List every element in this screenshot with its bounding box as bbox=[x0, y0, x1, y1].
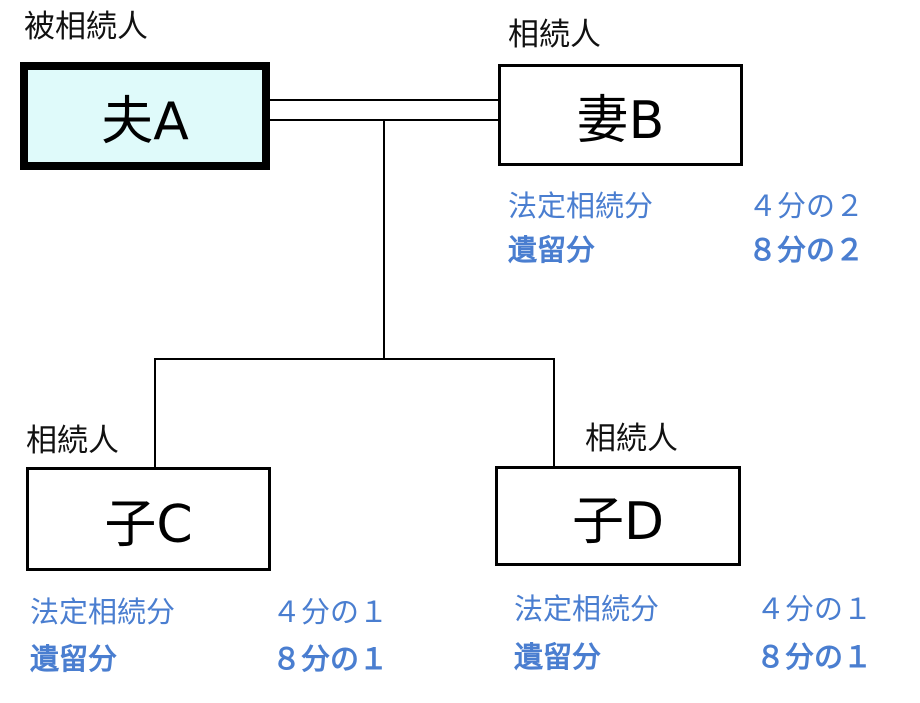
child-c-name: 子C bbox=[104, 494, 193, 555]
descent-line bbox=[383, 120, 385, 360]
child-d-reserved-share-value: ８分の１ bbox=[756, 640, 873, 674]
child-c-reserved-share-value: ８分の１ bbox=[272, 642, 389, 676]
child-c-reserved-share-label: 遺留分 bbox=[30, 642, 118, 676]
child-c-box: 子C bbox=[26, 467, 271, 571]
marriage-line-top bbox=[270, 99, 500, 101]
wife-role-label: 相続人 bbox=[508, 17, 601, 53]
children-bar bbox=[154, 358, 555, 360]
child-c-drop-line bbox=[154, 358, 156, 468]
husband-name: 夫A bbox=[101, 91, 189, 152]
child-d-box: 子D bbox=[495, 466, 741, 566]
husband-box: 夫A bbox=[20, 62, 270, 170]
wife-reserved-share-label: 遺留分 bbox=[508, 233, 596, 267]
husband-role-label: 被相続人 bbox=[24, 9, 148, 45]
child-d-legal-share-label: 法定相続分 bbox=[514, 592, 660, 626]
child-d-reserved-share-label: 遺留分 bbox=[514, 640, 602, 674]
marriage-line-bottom bbox=[270, 119, 500, 121]
wife-legal-share-value: ４分の２ bbox=[748, 189, 865, 223]
child-d-legal-share-value: ４分の１ bbox=[756, 592, 873, 626]
wife-legal-share-label: 法定相続分 bbox=[508, 189, 654, 223]
child-d-drop-line bbox=[553, 358, 555, 468]
wife-name: 妻B bbox=[576, 90, 665, 151]
child-c-legal-share-value: ４分の１ bbox=[272, 595, 389, 629]
wife-box: 妻B bbox=[498, 64, 743, 166]
child-d-name: 子D bbox=[571, 491, 665, 552]
wife-reserved-share-value: ８分の２ bbox=[748, 233, 865, 267]
child-c-legal-share-label: 法定相続分 bbox=[30, 595, 176, 629]
child-c-role-label: 相続人 bbox=[26, 423, 119, 459]
child-d-role-label: 相続人 bbox=[585, 421, 678, 457]
